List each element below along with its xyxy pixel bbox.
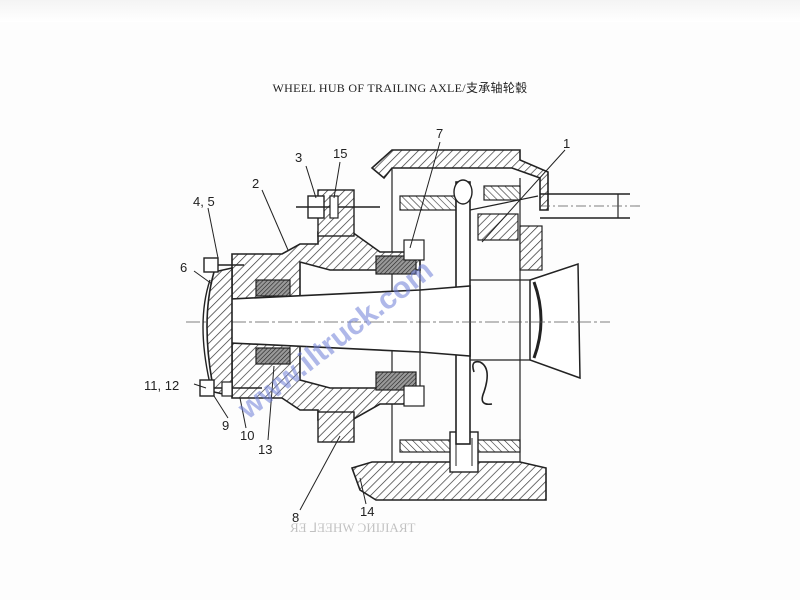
cap-bolt-lower	[199, 379, 262, 397]
brake-shoe-upper	[399, 185, 521, 241]
cap-bolt-upper	[203, 257, 244, 273]
hub-cap	[202, 267, 233, 397]
callout-1: 1	[563, 136, 570, 151]
callout-11-12: 11, 12	[144, 378, 179, 393]
callout-10: 10	[240, 428, 254, 443]
callout-13: 13	[258, 442, 272, 457]
drawing-title: WHEEL HUB OF TRAILING AXLE/支承轴轮毂	[272, 81, 528, 95]
callout-15: 15	[333, 146, 347, 161]
leader-lines	[193, 141, 566, 511]
callout-2: 2	[252, 176, 259, 191]
callout-14: 14	[360, 504, 374, 519]
callout-6: 6	[180, 260, 187, 275]
brake-shoe-lower	[399, 431, 521, 473]
brake-drum	[350, 149, 549, 501]
wheel-stud	[296, 195, 380, 219]
inner-bearing	[375, 239, 425, 407]
callout-8: 8	[292, 510, 299, 525]
return-spring	[472, 360, 493, 406]
callout-9: 9	[222, 418, 229, 433]
callout-7: 7	[436, 126, 443, 141]
bleed-through-text: ЯƎ ⅃ƎƎHW ƆИIJIAЯT	[290, 520, 415, 535]
callout-3: 3	[295, 150, 302, 165]
callout-4-5: 4, 5	[193, 194, 215, 209]
axle-beam	[470, 262, 581, 380]
camshaft-tube	[519, 193, 640, 271]
scan-edge	[0, 0, 800, 22]
outer-bearing	[255, 279, 291, 365]
